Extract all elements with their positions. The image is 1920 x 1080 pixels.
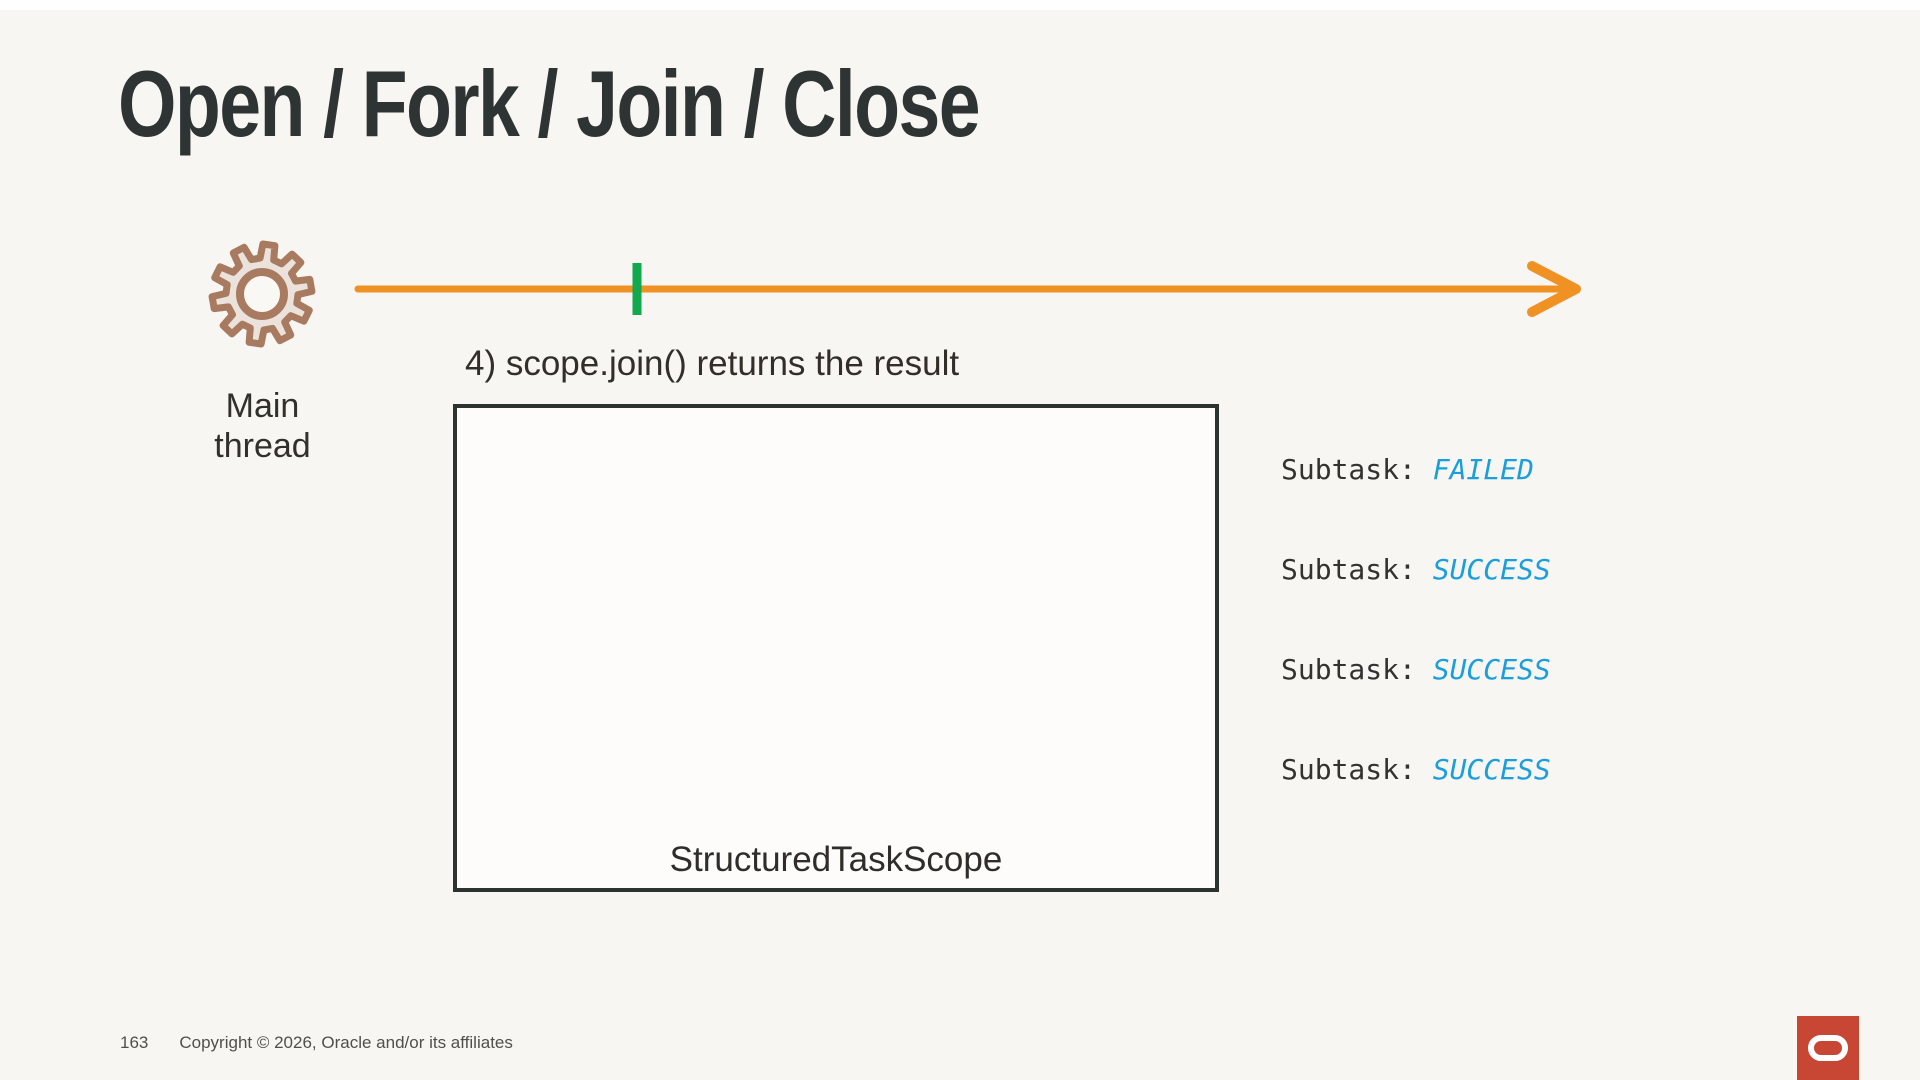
- subtask-row: Subtask: FAILED: [1281, 448, 1551, 492]
- subtask-list: Subtask: FAILED Subtask: SUCCESS Subtask…: [1281, 448, 1551, 848]
- oracle-o-icon: [1808, 1035, 1848, 1061]
- copyright-text: Copyright © 2026, Oracle and/or its affi…: [179, 1033, 513, 1052]
- subtask-label: Subtask:: [1281, 753, 1433, 786]
- slide-top-margin: [0, 0, 1920, 10]
- subtask-row: Subtask: SUCCESS: [1281, 748, 1551, 792]
- page-number: 163: [120, 1033, 149, 1052]
- scope-box-label: StructuredTaskScope: [669, 840, 1003, 879]
- subtask-status: SUCCESS: [1432, 653, 1551, 686]
- subtask-row: Subtask: SUCCESS: [1281, 648, 1551, 692]
- join-caption: 4) scope.join() returns the result: [465, 344, 960, 383]
- arrowhead-icon: [1527, 261, 1581, 317]
- subtask-label: Subtask:: [1281, 653, 1433, 686]
- subtask-status: FAILED: [1432, 453, 1534, 486]
- gear-hole: [236, 268, 288, 320]
- subtask-label: Subtask:: [1281, 553, 1433, 586]
- timeline-arrow: [354, 261, 1581, 317]
- subtask-status: SUCCESS: [1432, 553, 1551, 586]
- subtask-status: SUCCESS: [1432, 753, 1551, 786]
- subtask-row: Subtask: SUCCESS: [1281, 548, 1551, 592]
- oracle-logo: [1797, 1016, 1859, 1080]
- subtask-label: Subtask:: [1281, 453, 1433, 486]
- slide-title: Open / Fork / Join / Close: [118, 51, 981, 156]
- footer: 163 Copyright © 2026, Oracle and/or its a…: [120, 1033, 513, 1053]
- structured-task-scope-box: StructuredTaskScope: [453, 404, 1219, 892]
- gear-icon: [208, 240, 316, 348]
- main-thread-label: Main thread: [214, 387, 311, 465]
